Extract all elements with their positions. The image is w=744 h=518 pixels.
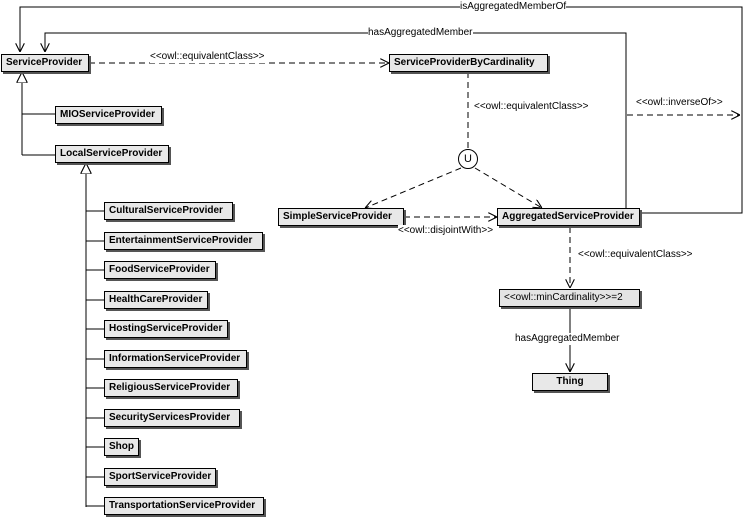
class-local-service-provider[interactable]: LocalServiceProvider (55, 145, 169, 163)
class-service-provider-by-cardinality[interactable]: ServiceProviderByCardinality (389, 54, 548, 72)
label-inverse-of: <<owl::inverseOf>> (636, 97, 723, 108)
class-local-subclass[interactable]: SportServiceProvider (104, 468, 216, 486)
class-local-subclass[interactable]: HostingServiceProvider (104, 320, 228, 338)
edge-union-aggregated (474, 167, 542, 208)
label-has-aggregated-member-top: hasAggregatedMember (368, 27, 473, 39)
class-local-subclass[interactable]: SecurityServicesProvider (104, 409, 240, 427)
edge-has-aggregated-member-top (45, 32, 627, 208)
class-local-subclass[interactable]: HealthCareProvider (104, 291, 208, 309)
label-equivalent-class-bottom: <<owl::equivalentClass>> (578, 249, 693, 261)
label-disjoint-with: <<owl::disjointWith>> (398, 225, 494, 237)
class-local-subclass[interactable]: Shop (104, 438, 139, 456)
class-local-subclass[interactable]: EntertainmentServiceProvider (104, 232, 263, 250)
restriction-min-cardinality[interactable]: <<owl::minCardinality>>=2 (499, 289, 640, 307)
class-local-subclass[interactable]: FoodServiceProvider (104, 261, 216, 279)
class-simple-service-provider[interactable]: SimpleServiceProvider (278, 208, 404, 226)
class-local-subclass[interactable]: InformationServiceProvider (104, 350, 247, 368)
class-mio-service-provider[interactable]: MIOServiceProvider (55, 106, 162, 124)
label-equivalent-class-top: <<owl::equivalentClass>> (150, 51, 265, 63)
class-service-provider[interactable]: ServiceProvider (1, 54, 89, 72)
label-equivalent-class-mid: <<owl::equivalentClass>> (474, 101, 589, 113)
label-has-aggregated-member-bottom: hasAggregatedMember (515, 333, 620, 345)
class-local-subclass[interactable]: ReligiousServiceProvider (104, 379, 238, 397)
class-aggregated-service-provider[interactable]: AggregatedServiceProvider (497, 208, 640, 226)
label-is-aggregated-member-of: isAggregatedMemberOf (460, 1, 567, 13)
edge-union-simple (365, 167, 462, 208)
edge-is-aggregated-member-of (20, 6, 743, 214)
subclass-branches (86, 210, 104, 507)
class-local-subclass[interactable]: TransportationServiceProvider (104, 497, 264, 515)
class-thing[interactable]: Thing (532, 373, 608, 391)
class-local-subclass[interactable]: CulturalServiceProvider (104, 202, 233, 220)
union-symbol: U (458, 149, 478, 169)
